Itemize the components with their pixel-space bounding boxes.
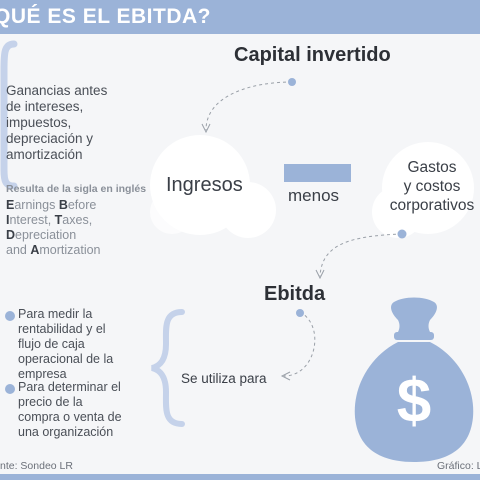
- connector-ebitda-uses: [283, 311, 316, 377]
- connector-capital-ingresos: [205, 81, 293, 131]
- arrow-head-icon: [280, 371, 291, 381]
- use-item: Para medir la rentabilidad y el flujo de…: [18, 307, 136, 382]
- definition-line: impuestos,: [6, 115, 72, 130]
- bullet-dot-icon: [5, 311, 15, 321]
- minus-sign-icon: [284, 164, 351, 182]
- use-item: Para determinar el precio de la compra o…: [18, 380, 136, 440]
- connector-dot: [397, 229, 407, 239]
- use-line: flujo de caja: [18, 337, 85, 351]
- gastos-line: y costos: [403, 178, 461, 195]
- ingresos-tiny-circle: [150, 190, 194, 234]
- gastos-small-circle: [372, 186, 424, 238]
- arrow-head-icon: [201, 123, 211, 134]
- definition-line: de intereses,: [6, 99, 84, 114]
- ingresos-label: Ingresos: [166, 174, 243, 196]
- acronym-rest: epreciation: [15, 228, 77, 242]
- acronym-initial: A: [30, 243, 40, 257]
- money-bag-icon: $: [354, 297, 474, 462]
- acronym-initial: D: [6, 228, 16, 242]
- definition-line: Ganancias antes: [6, 83, 108, 98]
- acronym-initial: T: [54, 213, 63, 227]
- arrow-head-icon: [315, 269, 325, 280]
- use-line: Para determinar el: [18, 380, 121, 394]
- connector-dot: [296, 309, 304, 317]
- footer-bar: [0, 474, 480, 480]
- definition-line: amortización: [6, 147, 83, 162]
- acronym-line: Interest, Taxes,: [6, 213, 92, 227]
- footer-credit: Gráfico: LR: [437, 460, 480, 472]
- acronym-rest: and: [6, 243, 31, 257]
- acronym-rest: efore: [67, 198, 97, 212]
- footer-source: nte: Sondeo LR: [0, 460, 73, 472]
- header-bar: [0, 0, 480, 34]
- gastos-line: corporativos: [389, 197, 475, 214]
- gastos-label: Gastos y costos corporativos: [380, 158, 480, 215]
- definition-text: Ganancias antes de intereses, impuestos,…: [6, 83, 146, 163]
- gastos-line: Gastos: [407, 159, 457, 176]
- acronym-initial: E: [6, 198, 15, 212]
- use-line: compra o venta de: [18, 410, 122, 424]
- use-line: una organización: [18, 425, 114, 439]
- page-title: QUÉ ES EL EBITDA?: [0, 5, 211, 28]
- definition-line: depreciación y: [6, 131, 94, 146]
- capital-title: Capital invertido: [234, 44, 391, 66]
- acronym-rest: axes,: [62, 213, 93, 227]
- connector-dot: [288, 78, 296, 86]
- bullet-dot-icon: [5, 384, 15, 394]
- connector-gastos-ebitda: [319, 233, 403, 277]
- use-line: operacional de la: [18, 352, 114, 366]
- acronym-rest: mortization: [39, 243, 101, 257]
- menos-label: menos: [288, 186, 340, 205]
- use-line: Para medir la: [18, 307, 93, 321]
- acronym-initial: B: [58, 198, 68, 212]
- ebitda-title: Ebitda: [264, 283, 326, 305]
- acronym-line: Depreciation: [6, 228, 76, 242]
- use-line: precio de la: [18, 395, 83, 409]
- ingresos-small-circle: [220, 182, 276, 238]
- uses-label: Se utiliza para: [181, 371, 267, 386]
- acronym-rest: nterest,: [9, 213, 55, 227]
- acronym-initial: I: [6, 213, 10, 227]
- use-line: empresa: [18, 367, 67, 381]
- acronym-line: and Amortization: [6, 243, 101, 257]
- acronym-line: Earnings Before: [6, 198, 96, 212]
- left-brace-icon: [0, 40, 18, 190]
- use-line: rentabilidad y el: [18, 322, 106, 336]
- acronym-title: Resulta de la sigla en inglés: [6, 183, 147, 195]
- dollar-sign-icon: $: [397, 367, 431, 436]
- acronym-rest: arnings: [14, 198, 59, 212]
- uses-brace-icon: [151, 309, 185, 427]
